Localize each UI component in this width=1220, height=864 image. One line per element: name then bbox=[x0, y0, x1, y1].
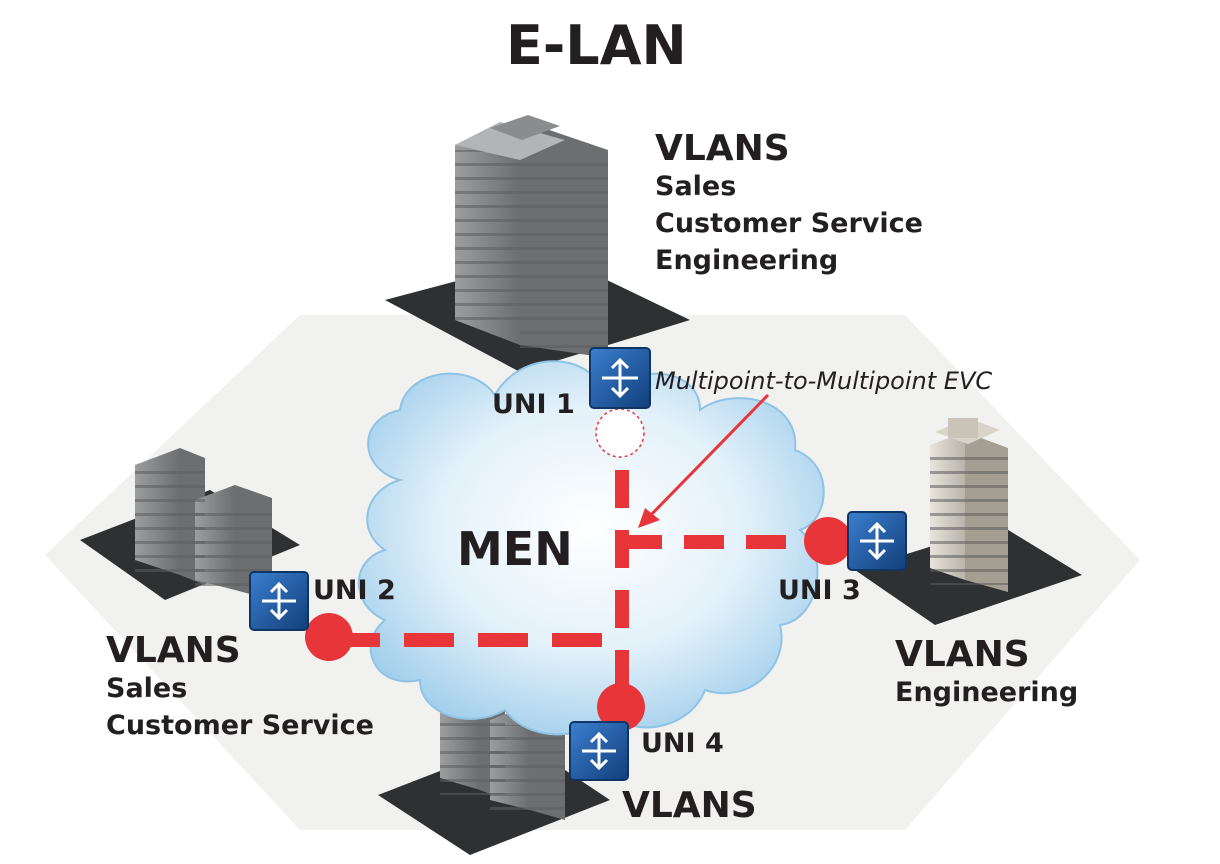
vlan-item: Sales bbox=[106, 673, 188, 705]
uni-2-label: UNI 2 bbox=[313, 575, 396, 606]
site-2-vlans: VLANS Sales Customer Service bbox=[106, 630, 374, 741]
cloud-icon bbox=[357, 360, 825, 736]
site-1-vlans: VLANS Sales Customer Service Engineering bbox=[655, 128, 923, 277]
uni-3-label: UNI 3 bbox=[778, 575, 861, 606]
vlan-item: Sales bbox=[655, 171, 737, 203]
evc-pointer-arrow bbox=[638, 393, 770, 528]
vlan-item: Customer Service bbox=[655, 208, 923, 240]
uni-endpoint-icon bbox=[595, 408, 645, 458]
network-label: MEN bbox=[457, 522, 573, 576]
site-3-vlans: VLANS Engineering bbox=[895, 634, 1078, 708]
vlan-item: Customer Service bbox=[106, 710, 374, 742]
vlan-item: Engineering bbox=[895, 677, 1079, 709]
evc-label: Multipoint-to-Multipoint EVC bbox=[655, 367, 993, 395]
uni-1-label: UNI 1 bbox=[492, 389, 575, 420]
site-4-vlans-heading: VLANS bbox=[622, 785, 757, 826]
switch-icon bbox=[847, 511, 907, 571]
building-icon bbox=[455, 115, 608, 358]
switch-icon bbox=[589, 347, 651, 409]
uni-endpoint-icon bbox=[804, 517, 852, 565]
evc-lines bbox=[330, 470, 828, 705]
building-icon bbox=[930, 418, 1008, 592]
vlan-item: Engineering bbox=[655, 245, 839, 277]
vlans-heading: VLANS bbox=[895, 634, 1030, 675]
vlans-heading: VLANS bbox=[106, 630, 241, 671]
vlans-heading: VLANS bbox=[655, 128, 790, 169]
uni-endpoint-icon bbox=[305, 613, 353, 661]
switch-icon bbox=[249, 571, 309, 631]
uni-4-label: UNI 4 bbox=[641, 728, 724, 759]
diagram-title: E-LAN bbox=[506, 14, 687, 77]
switch-icon bbox=[569, 721, 629, 781]
uni-endpoint-icon bbox=[597, 683, 645, 731]
